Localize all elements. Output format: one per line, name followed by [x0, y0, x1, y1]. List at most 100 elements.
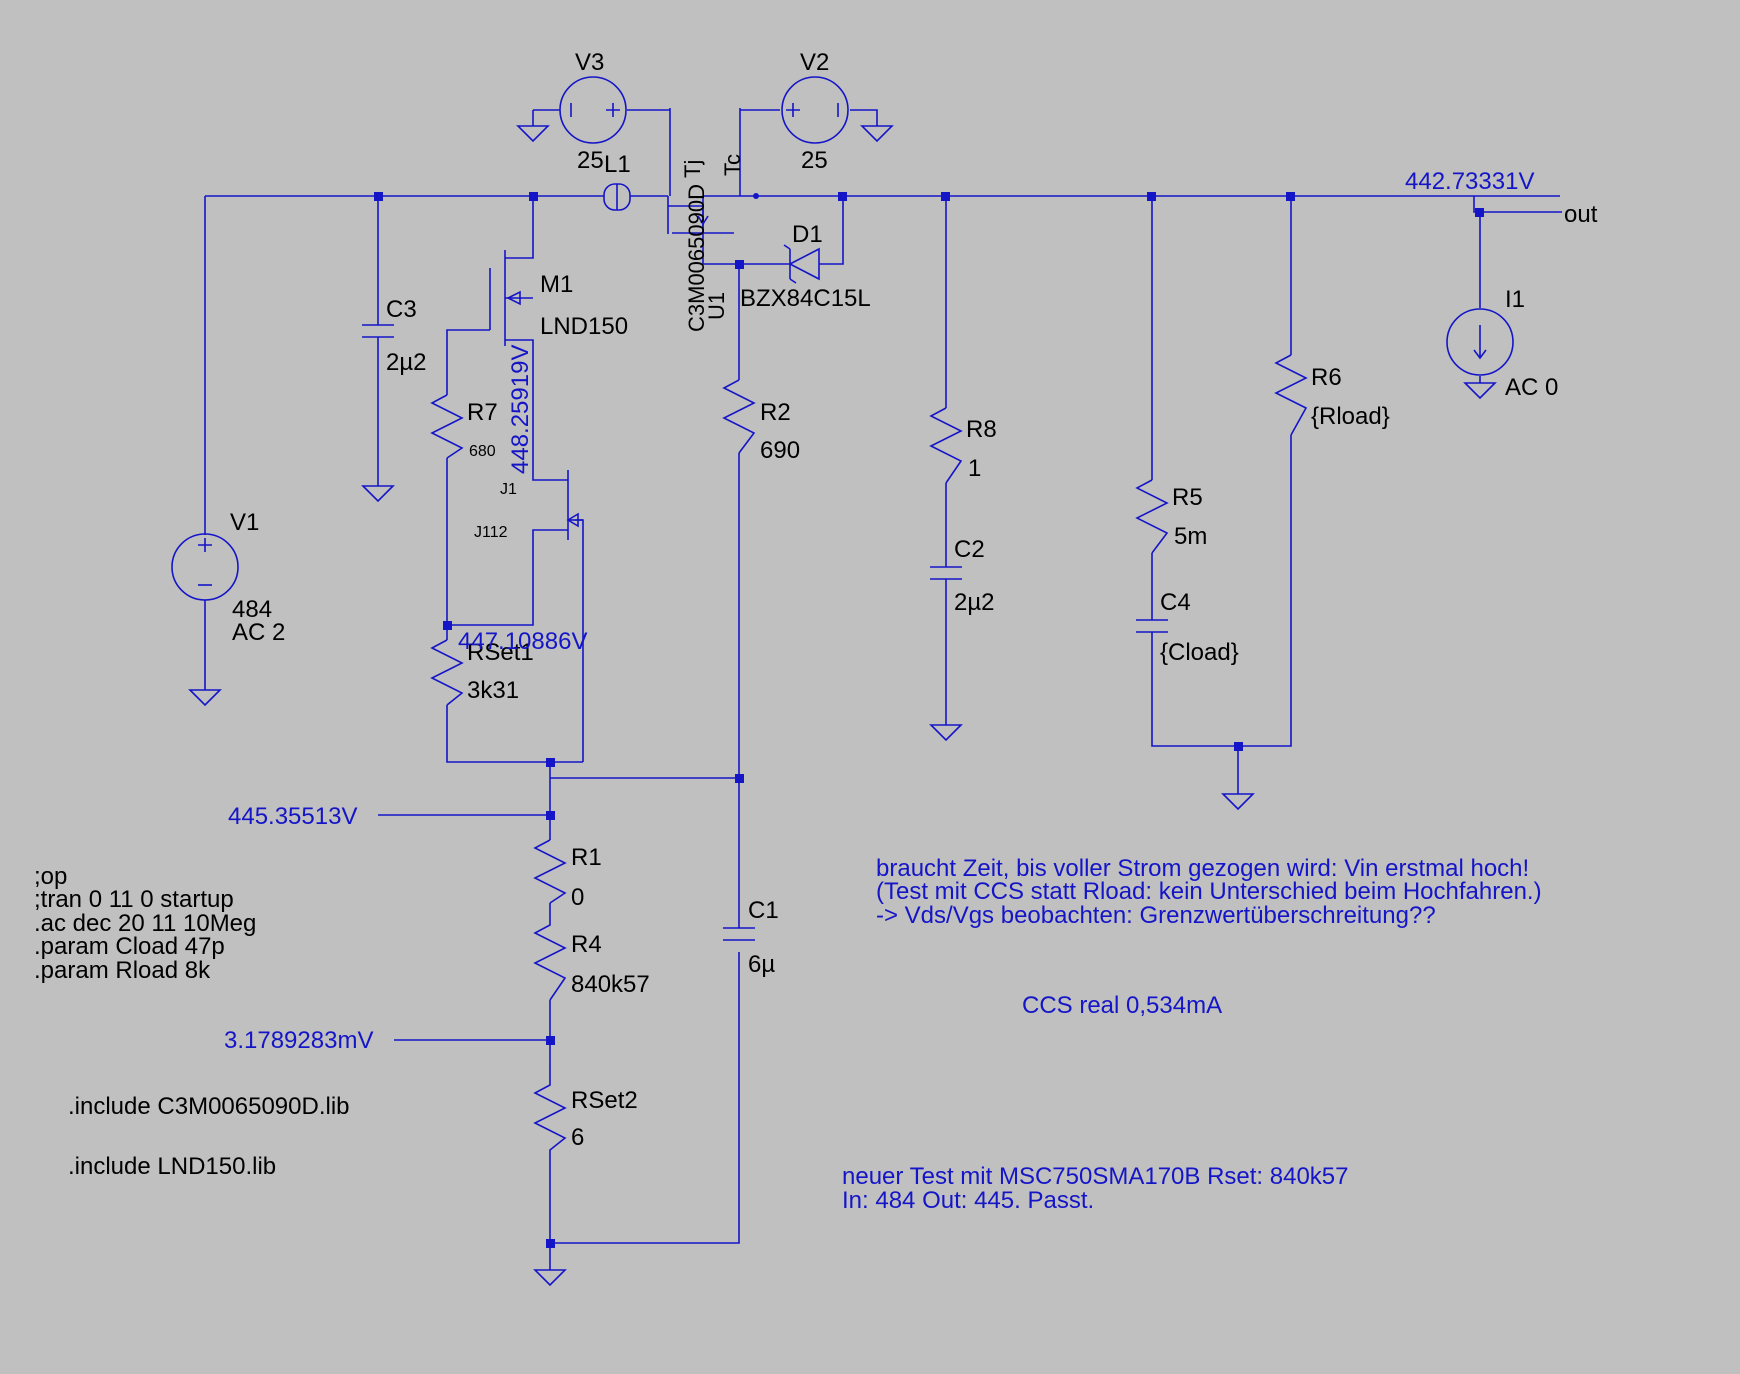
rset1-value: 3k31 [467, 677, 519, 704]
v3-source[interactable]: V3 25 [559, 49, 627, 174]
comment-ccs[interactable]: CCS real 0,534mA [1022, 992, 1222, 1019]
m1-mosfet[interactable]: M1 LND150 [489, 250, 628, 346]
v3-value: 25 [577, 147, 604, 174]
ground-icon [533, 1269, 567, 1287]
c3-name: C3 [386, 296, 417, 323]
r2-value: 690 [760, 437, 800, 464]
comment-line: braucht Zeit, bis voller Strom gezogen w… [876, 855, 1529, 882]
plus-icon [606, 103, 620, 117]
r7-value: 680 [469, 443, 496, 460]
plus-icon [786, 103, 800, 117]
u1-name: U1 [704, 292, 729, 320]
r4-resistor[interactable]: R4 840k57 [533, 903, 650, 1001]
c1-value: 6µ [748, 951, 775, 978]
r7-resistor[interactable]: R7 680 [430, 394, 498, 460]
v1-source[interactable]: V1 484 AC 2 [171, 509, 285, 646]
rset1-name: RSet1 [467, 639, 534, 666]
ground-icon [929, 724, 963, 742]
c2-name: C2 [954, 536, 985, 563]
r7-name: R7 [467, 399, 498, 426]
voltage-probe-m1-source[interactable]: 448.25919V [507, 345, 534, 474]
ground-icon [516, 125, 550, 143]
m1-name: M1 [540, 271, 573, 298]
u1-model: C3M0065090D [684, 184, 709, 332]
c3-value: 2µ2 [386, 349, 427, 376]
ground-icon [1221, 793, 1255, 811]
r5-name: R5 [1172, 484, 1203, 511]
comment-line: (Test mit CCS statt Rload: kein Untersch… [876, 878, 1542, 905]
u1-pin-tj: Tj [680, 160, 705, 178]
comment-line: In: 484 Out: 445. Passt. [842, 1187, 1094, 1214]
ground-icon [860, 125, 894, 143]
r6-name: R6 [1311, 364, 1342, 391]
r5-resistor[interactable]: R5 5m [1135, 479, 1207, 554]
comment-block-new-test[interactable]: neuer Test mit MSC750SMA170B Rset: 840k5… [842, 1163, 1348, 1214]
c4-capacitor[interactable]: C4 {Cload} [1136, 589, 1239, 666]
c2-capacitor[interactable]: C2 2µ2 [930, 536, 995, 616]
directive-line: .param Cload 47p [34, 933, 225, 960]
r1-resistor[interactable]: R1 0 [533, 839, 602, 911]
v1-value: 484 [232, 596, 272, 623]
r8-resistor[interactable]: R8 1 [929, 407, 997, 484]
r8-value: 1 [968, 455, 981, 482]
c1-name: C1 [748, 897, 779, 924]
r2-name: R2 [760, 399, 791, 426]
r1-value: 0 [571, 884, 584, 911]
include-directive[interactable]: .include LND150.lib [68, 1153, 276, 1180]
l1-inductor[interactable]: L1 [603, 151, 631, 211]
c2-value: 2µ2 [954, 589, 995, 616]
j1-jfet[interactable]: J1 J112 [474, 470, 583, 541]
r8-name: R8 [966, 416, 997, 443]
j1-model: J112 [474, 524, 508, 541]
c3-capacitor[interactable]: C3 2µ2 [362, 296, 427, 376]
comment-block-startup[interactable]: braucht Zeit, bis voller Strom gezogen w… [876, 855, 1542, 929]
i1-value: AC 0 [1505, 374, 1558, 401]
arrow-down-icon [1473, 325, 1487, 360]
directive-line: ;tran 0 11 0 startup [34, 886, 234, 913]
spice-directives[interactable]: ;op ;tran 0 11 0 startup .ac dec 20 11 1… [34, 863, 256, 984]
l1-name: L1 [604, 151, 631, 178]
ground-icon [361, 485, 395, 503]
voltage-probe-out[interactable]: 442.73331V [1405, 168, 1534, 195]
r5-value: 5m [1174, 523, 1207, 550]
r6-resistor[interactable]: R6 {Rload} [1274, 354, 1390, 436]
voltage-probe-r1-top[interactable]: 445.35513V [228, 803, 357, 830]
u1-pin-tc: Tc [720, 154, 745, 176]
r4-name: R4 [571, 931, 602, 958]
v2-source[interactable]: V2 25 [781, 49, 849, 174]
comment-line: neuer Test mit MSC750SMA170B Rset: 840k5… [842, 1163, 1348, 1190]
r2-resistor[interactable]: R2 690 [722, 379, 800, 464]
i1-current-source[interactable]: I1 AC 0 [1446, 286, 1558, 401]
rset2-name: RSet2 [571, 1087, 638, 1114]
m1-model: LND150 [540, 313, 628, 340]
ground-icon [1463, 382, 1497, 400]
d1-model: BZX84C15L [740, 285, 871, 312]
wires [204, 108, 1562, 1270]
i1-name: I1 [1505, 286, 1525, 313]
v1-name: V1 [230, 509, 259, 536]
plus-icon [198, 538, 212, 552]
r6-value: {Rload} [1311, 403, 1390, 430]
d1-zener[interactable]: D1 BZX84C15L [740, 221, 871, 312]
v1-ac: AC 2 [232, 619, 285, 646]
voltage-probe-j1-source[interactable]: 447.10886V [458, 628, 587, 655]
include-directive[interactable]: .include C3M0065090D.lib [68, 1093, 350, 1120]
ground-icon [188, 689, 222, 707]
c4-name: C4 [1160, 589, 1191, 616]
directive-line: ;op [34, 863, 67, 890]
voltage-probe-r4-bottom[interactable]: 3.1789283mV [224, 1027, 373, 1054]
junctions [374, 192, 1484, 1248]
net-label-out[interactable]: out [1564, 201, 1598, 228]
r1-name: R1 [571, 844, 602, 871]
ground-symbols [188, 125, 1497, 1287]
c4-value: {Cload} [1160, 639, 1239, 666]
rset2-resistor[interactable]: RSet2 6 [533, 1060, 638, 1240]
c1-capacitor[interactable]: C1 6µ [723, 897, 779, 978]
u1-mosfet[interactable]: C3M0065090D U1 Tj Tc [667, 154, 745, 332]
rset1-resistor[interactable]: RSet1 3k31 [430, 639, 534, 706]
v2-value: 25 [801, 147, 828, 174]
directive-line: .param Rload 8k [34, 957, 211, 984]
d1-name: D1 [792, 221, 823, 248]
v2-name: V2 [800, 49, 829, 76]
